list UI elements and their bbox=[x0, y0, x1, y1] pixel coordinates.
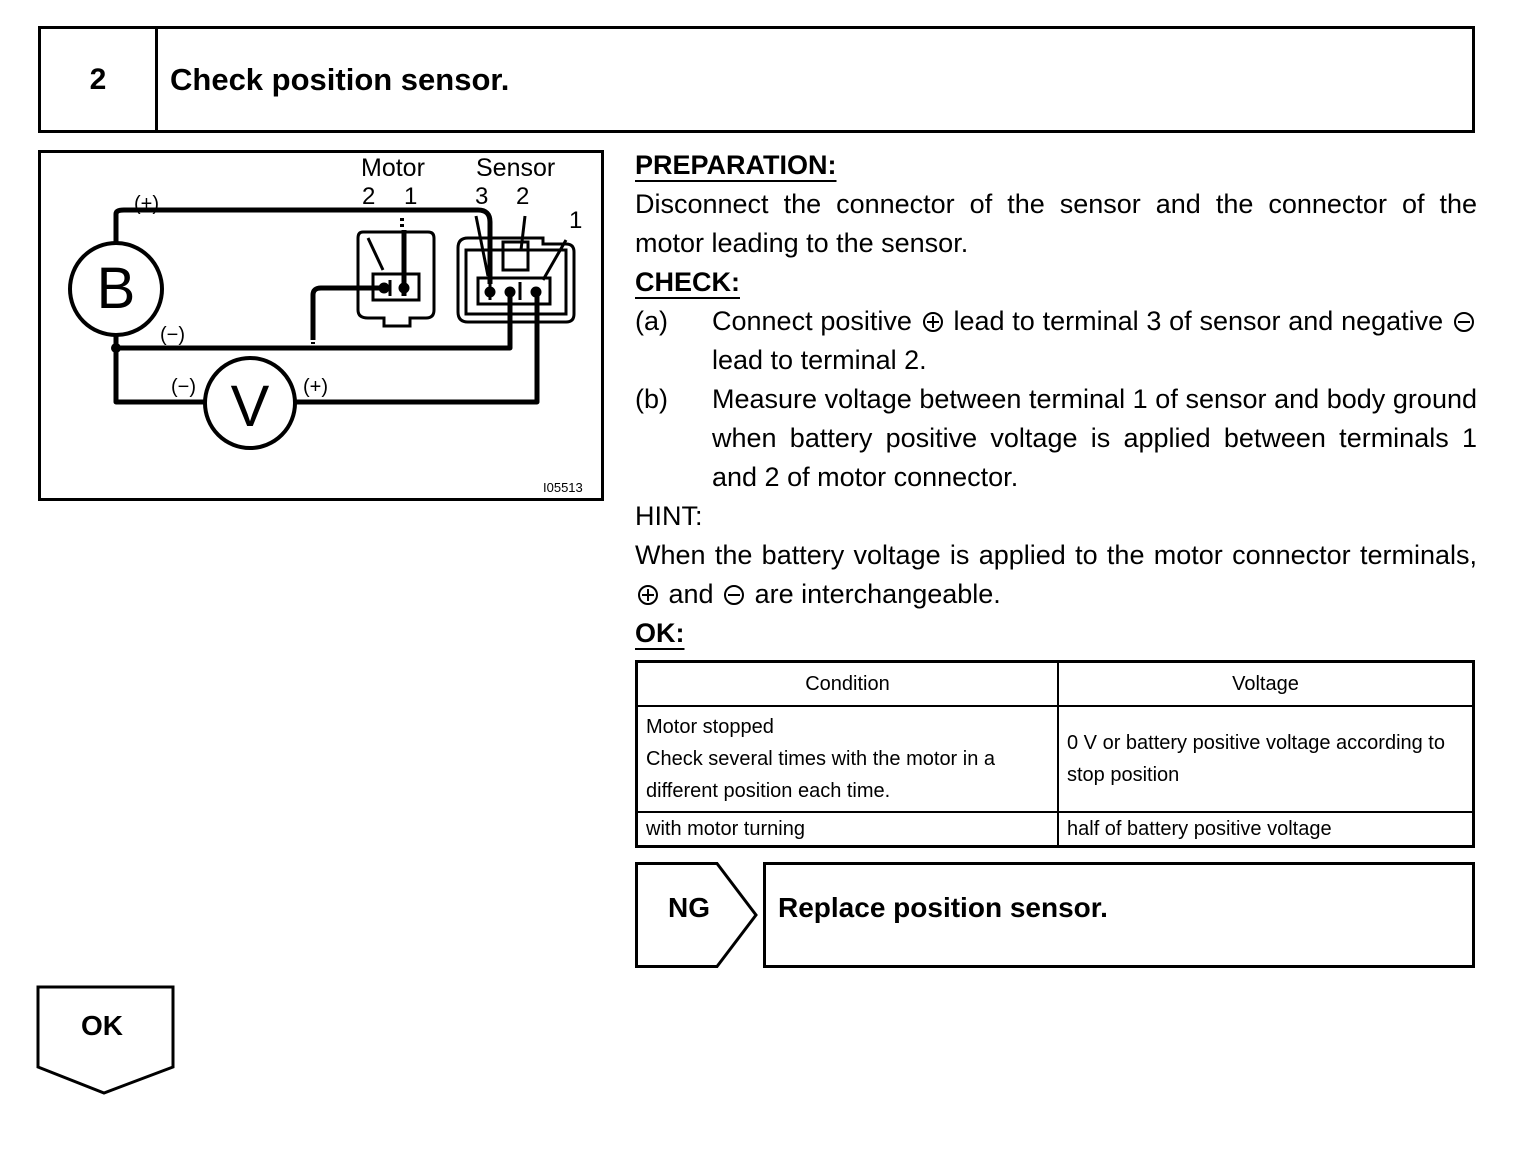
battery-minus-label: (−) bbox=[160, 324, 185, 346]
voltage-cell: half of battery positive voltage bbox=[1057, 811, 1475, 848]
meter-plus-label: (+) bbox=[303, 376, 328, 398]
table-row: Motor stopped Check several times with t… bbox=[635, 705, 1475, 813]
motor-connector bbox=[356, 230, 436, 328]
preparation-heading: PREPARATION: bbox=[635, 150, 837, 180]
ng-arrow-shape bbox=[635, 862, 758, 968]
ng-action-frame bbox=[763, 862, 1475, 968]
item-a-text-1: Connect positive bbox=[712, 306, 912, 336]
ok-arrow-shape bbox=[36, 985, 175, 1095]
item-a-label: (a) bbox=[635, 306, 668, 336]
item-b-label: (b) bbox=[635, 384, 668, 414]
voltmeter-symbol bbox=[203, 356, 297, 450]
sensor-connector bbox=[456, 215, 576, 324]
ok-arrow-box bbox=[36, 985, 175, 1095]
voltage-cell: 0 V or battery positive voltage accordin… bbox=[1057, 705, 1475, 813]
ok-arrow-label: OK bbox=[81, 1010, 123, 1041]
sensor-terminal-1: 1 bbox=[569, 207, 582, 234]
item-a-text-2: lead to terminal 3 of sensor and negativ… bbox=[953, 306, 1444, 336]
condition-cell: Motor stopped bbox=[646, 716, 774, 738]
check-heading: CHECK: bbox=[635, 267, 740, 297]
plus-circle-icon bbox=[638, 585, 658, 605]
sensor-terminal-3: 3 bbox=[475, 183, 488, 210]
plus-circle-icon bbox=[922, 312, 943, 332]
wiring-diagram: Motor Sensor 2 1 3 2 1 (+) (−) (−) (+) I… bbox=[38, 150, 604, 501]
junction-dot bbox=[111, 343, 121, 353]
hint-text-1: When the battery voltage is applied to t… bbox=[635, 540, 1477, 570]
sensor-terminal-2: 2 bbox=[516, 183, 529, 210]
ok-condition-table: Condition Voltage Motor stopped Check se… bbox=[635, 660, 1475, 848]
procedure-text: PREPARATION: Disconnect the connector of… bbox=[635, 146, 1477, 653]
preparation-text: Disconnect the connector of the sensor a… bbox=[635, 189, 1477, 258]
step-title: Check position sensor. bbox=[170, 61, 510, 97]
table-row: with motor turning half of battery posit… bbox=[635, 811, 1475, 848]
hint-section: HINT: When the battery voltage is applie… bbox=[635, 497, 1477, 614]
battery-label: B bbox=[97, 256, 136, 321]
check-section: CHECK: (a) Connect positive lead to term… bbox=[635, 263, 1477, 497]
preparation-section: PREPARATION: Disconnect the connector of… bbox=[635, 146, 1477, 263]
battery-symbol bbox=[68, 241, 164, 337]
meter-plus-wire bbox=[296, 290, 540, 405]
battery-minus-wire bbox=[113, 290, 513, 351]
check-item-b: (b) Measure voltage between terminal 1 o… bbox=[635, 380, 1477, 497]
voltmeter-label: V bbox=[231, 374, 270, 439]
motor-label: Motor bbox=[361, 154, 425, 182]
sensor-label: Sensor bbox=[476, 154, 555, 182]
hint-heading: HINT: bbox=[635, 501, 703, 531]
figure-id: I05513 bbox=[543, 480, 583, 495]
column-header-condition: Condition bbox=[635, 660, 1059, 707]
check-item-a: (a) Connect positive lead to terminal 3 … bbox=[635, 302, 1477, 380]
hint-text-3: are interchangeable. bbox=[754, 579, 1001, 609]
condition-cell-note: Check several times with the motor in a … bbox=[646, 748, 996, 802]
motor-terminal-2: 2 bbox=[362, 183, 375, 210]
column-header-voltage: Voltage bbox=[1057, 660, 1475, 707]
meter-minus-wire bbox=[113, 348, 205, 405]
minus-circle-icon bbox=[1453, 312, 1474, 332]
table-header-row: Condition Voltage bbox=[635, 660, 1475, 707]
minus-circle-icon bbox=[724, 585, 745, 605]
ng-label: NG bbox=[668, 892, 710, 923]
wires bbox=[113, 207, 540, 405]
ng-action: Replace position sensor. bbox=[778, 892, 1108, 923]
ok-heading: OK: bbox=[635, 618, 685, 648]
motor-terminal-1: 1 bbox=[404, 183, 417, 210]
step-header: 2 Check position sensor. bbox=[38, 26, 1475, 133]
condition-cell: with motor turning bbox=[635, 811, 1059, 848]
hint-text-2: and bbox=[668, 579, 714, 609]
item-a-text-3: lead to terminal 2. bbox=[712, 345, 927, 375]
meter-minus-label: (−) bbox=[171, 376, 196, 398]
step-number: 2 bbox=[41, 29, 158, 130]
battery-plus-wire bbox=[113, 207, 493, 284]
motor-lead-wire bbox=[310, 285, 383, 340]
item-b-text: Measure voltage between terminal 1 of se… bbox=[712, 384, 1477, 492]
ng-result-box bbox=[635, 862, 1475, 968]
diagram-border bbox=[38, 150, 604, 501]
